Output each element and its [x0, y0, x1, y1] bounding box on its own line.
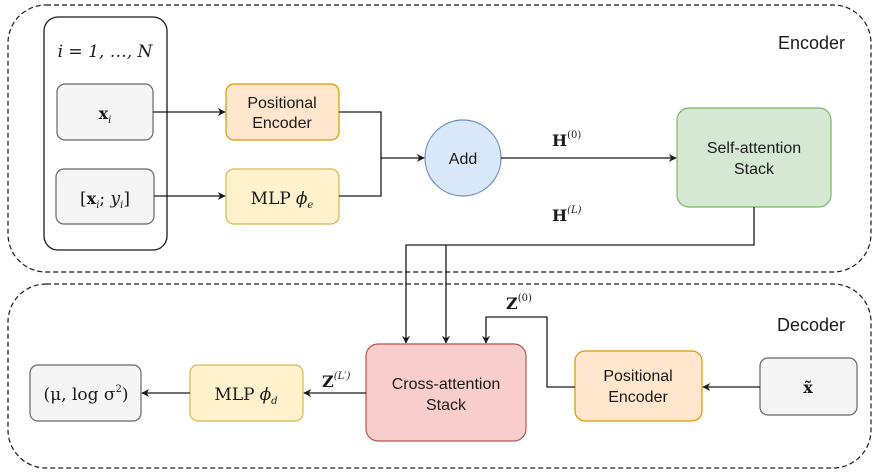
- decoder-container: [7, 283, 872, 469]
- encoder-positional-encoder-label-1: Positional: [247, 95, 316, 112]
- self-attention-label-2: Stack: [734, 161, 775, 178]
- encoder-positional-encoder-label-2: Encoder: [252, 115, 312, 132]
- cross-attention-label-1: Cross-attention: [392, 376, 501, 393]
- index-range-label: i = 1, …, N: [58, 42, 154, 62]
- x-i-label: xi: [99, 104, 112, 126]
- add-label: Add: [449, 151, 477, 168]
- edge-positional-encoder-to-cross-attention: [482, 316, 575, 388]
- self-attention-stack-node[interactable]: [676, 107, 832, 208]
- decoder-positional-encoder-label-2: Encoder: [608, 389, 668, 406]
- x-i-y-i-label: [xi; yi]: [80, 189, 130, 211]
- decoder-positional-encoder-node[interactable]: [574, 350, 703, 422]
- output-label: (μ, log σ2): [43, 384, 128, 405]
- z0-label: Z(0): [506, 293, 532, 313]
- decoder-positional-encoder-label-1: Positional: [603, 368, 672, 385]
- output-node[interactable]: [29, 364, 142, 422]
- x-tilde-label: x̃: [803, 378, 813, 397]
- self-attention-label-1: Self-attention: [707, 140, 801, 157]
- zL-label: Z(L′): [322, 371, 351, 391]
- encoder-title: Encoder: [778, 33, 845, 53]
- edge-mlp-to-add: [339, 158, 382, 197]
- edge-positional-encoder-to-add: [339, 111, 425, 162]
- edge-self-attention-to-cross-attention-key: [402, 207, 755, 344]
- h0-label: H(0): [552, 130, 581, 150]
- decoder-title: Decoder: [777, 315, 845, 335]
- encoder-container: [7, 4, 872, 273]
- cross-attention-label-2: Stack: [426, 397, 467, 414]
- hL-label: H(L): [552, 205, 582, 225]
